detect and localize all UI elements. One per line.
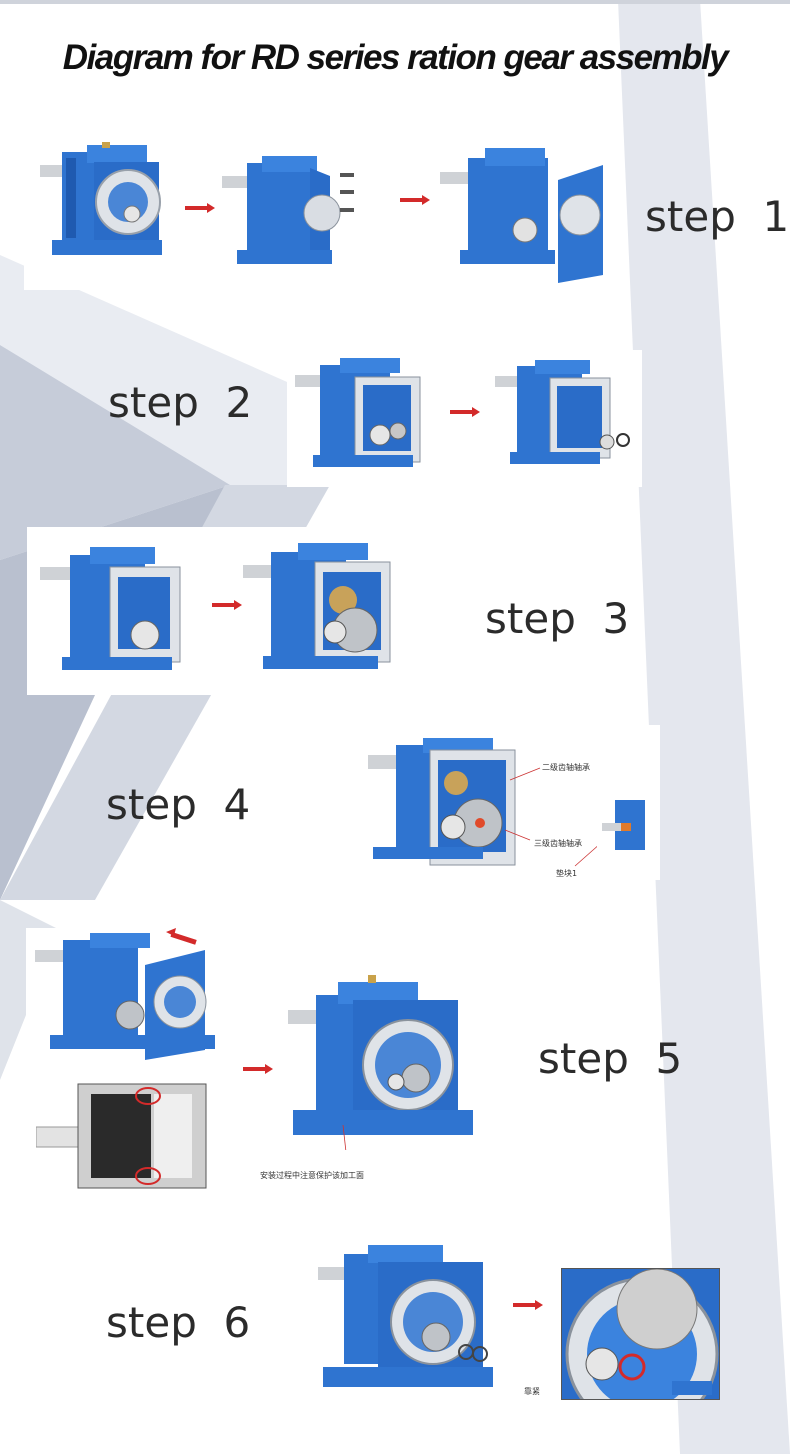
- gearbox-assembled-icon: [288, 975, 473, 1150]
- gearbox-closed-icon: [40, 142, 162, 255]
- annotation-tighten: 靠紧: [524, 1387, 540, 1396]
- gearbox-unbolting-icon: [222, 156, 354, 264]
- top-view-drawing-icon: [36, 1083, 207, 1189]
- arrow-right-icon: [450, 407, 480, 417]
- gearbox-open-icon: [295, 358, 421, 467]
- circlip-closeup-icon: [562, 1269, 719, 1399]
- annotation-pad-block: 垫块1: [556, 869, 578, 878]
- annotation-protect-surface: 安装过程中注意保护该加工面: [260, 1171, 364, 1180]
- arrow-right-icon: [212, 600, 242, 610]
- gearbox-cover-refit-icon: [35, 933, 215, 1060]
- step-4-label: step 4: [106, 780, 251, 829]
- gearbox-gears-installed-icon: [243, 543, 391, 669]
- step-5-label: step 5: [538, 1034, 683, 1083]
- circlip-detail-frame: [561, 1268, 720, 1400]
- gearbox-bearing-removed-icon: [495, 360, 630, 464]
- arrow-right-icon: [243, 1064, 273, 1074]
- arrow-right-icon: [185, 203, 215, 213]
- gearbox-cover-removed-icon: [440, 148, 603, 283]
- page-title: Diagram for RD series ration gear assemb…: [62, 38, 729, 77]
- gearbox-bearings-icon: [368, 738, 516, 866]
- step-6-label: step 6: [106, 1298, 251, 1347]
- annotation-third-stage-bearing: 三级齿轴轴承: [534, 839, 582, 848]
- pad-block-detail-icon: [597, 795, 649, 855]
- gearbox-open-icon: [40, 547, 181, 670]
- arrow-right-icon: [513, 1300, 543, 1310]
- top-border: [0, 0, 790, 4]
- arrow-right-icon: [400, 195, 430, 205]
- step-2-label: step 2: [108, 378, 253, 427]
- annotation-second-stage-bearing: 二级齿轴轴承: [542, 763, 590, 772]
- step-3-label: step 3: [485, 594, 630, 643]
- arrow-back-icon: [166, 928, 197, 945]
- step-1-label: step 1: [645, 192, 790, 241]
- gearbox-circlip-icon: [318, 1245, 493, 1387]
